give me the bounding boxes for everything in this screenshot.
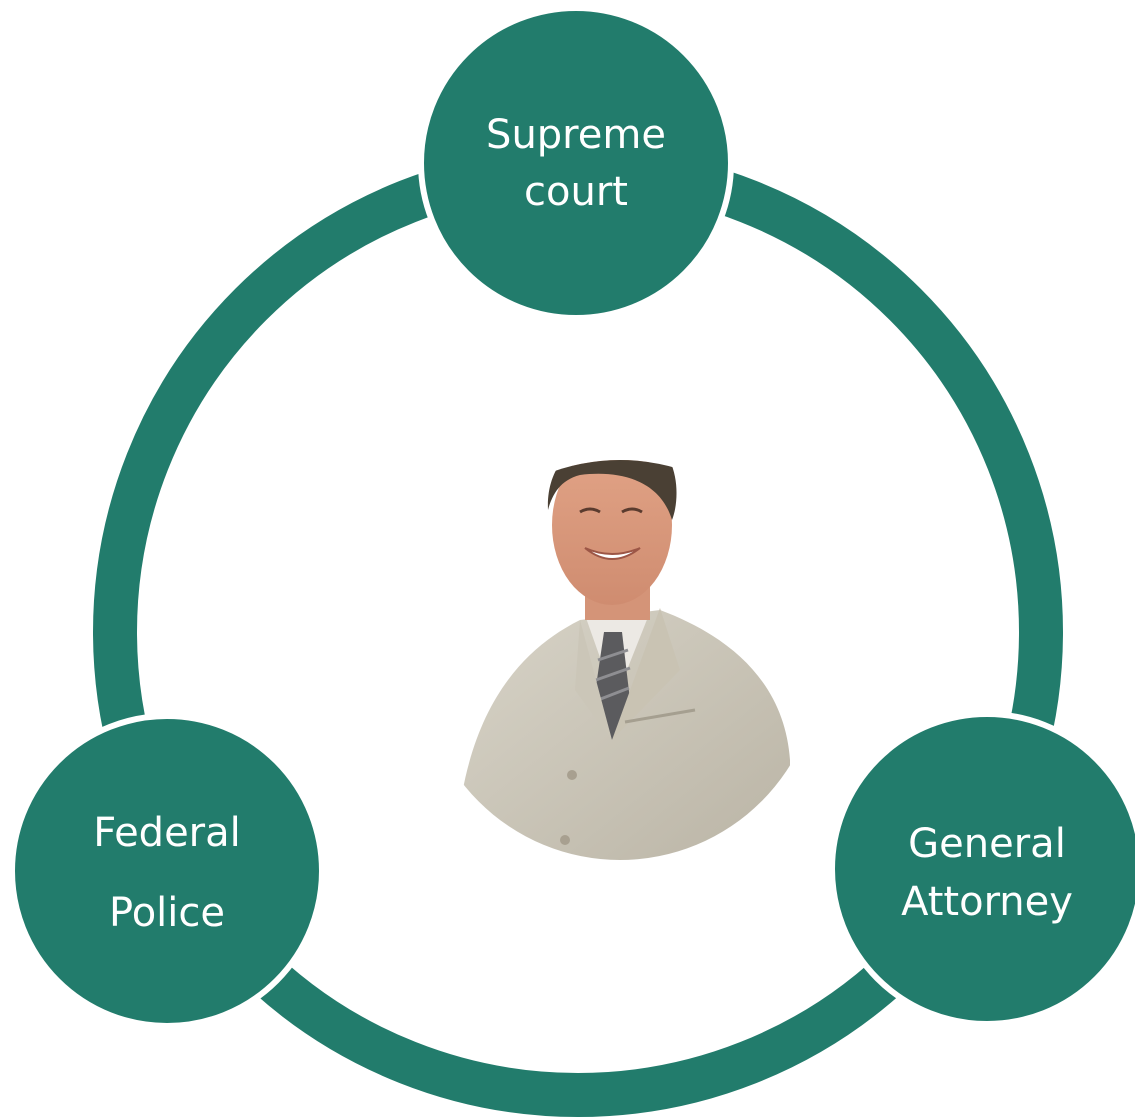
node-label-line: court (524, 169, 628, 215)
node-general-attorney: General Attorney (829, 711, 1135, 1027)
node-label-line: Police (109, 890, 225, 936)
center-portrait (420, 460, 820, 860)
node-federal-police: Federal Police (9, 713, 325, 1029)
node-supreme-court: Supreme court (418, 5, 734, 321)
node-label-line: Supreme (486, 112, 666, 158)
node-label-line: Federal (93, 810, 241, 856)
node-label-line: Attorney (901, 879, 1073, 925)
node-label-line: General (908, 821, 1066, 867)
